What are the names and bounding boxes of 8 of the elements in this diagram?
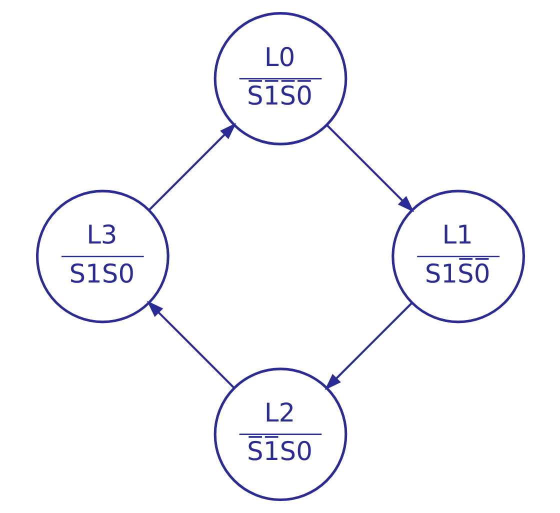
arrow bbox=[146, 300, 234, 388]
arrow bbox=[326, 124, 414, 212]
arrow bbox=[148, 122, 236, 211]
node-circle: L3 S1S0 bbox=[35, 190, 169, 324]
arrow bbox=[324, 302, 412, 390]
node-circle: L2 S̅1̅S0 bbox=[213, 368, 347, 502]
node-circle: L0 S̅1̅S̅0̅ bbox=[213, 12, 347, 146]
node-circle: L1 S1S̅0̅ bbox=[391, 190, 525, 324]
